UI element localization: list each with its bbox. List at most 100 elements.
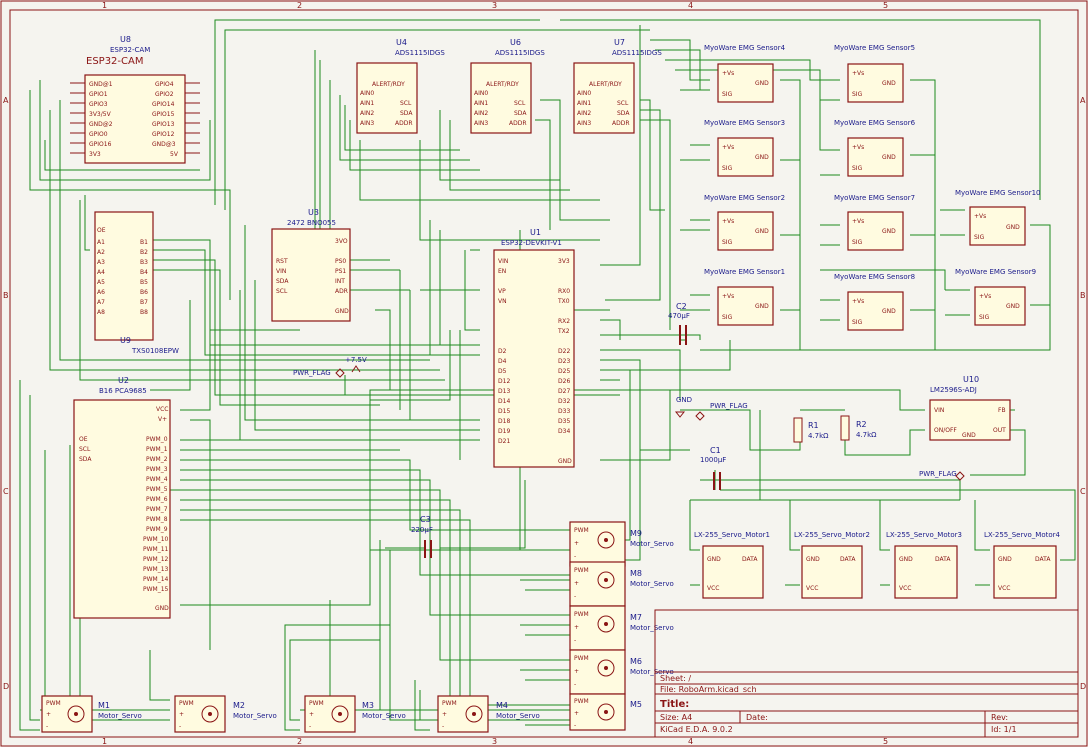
emg-sensor-5[interactable]: MyoWare EMG Sensor5 +Vs SIG GND bbox=[834, 44, 915, 103]
capacitor-c2[interactable]: C2 470µF bbox=[668, 302, 690, 345]
emg-sensor-1[interactable]: MyoWare EMG Sensor1 +Vs SIG GND bbox=[704, 268, 785, 326]
power-symbols: PWR_FLAG +7.5V GND PWR_FLAG PWR_FLAG bbox=[293, 356, 965, 481]
servo-m9[interactable]: PWM + - M9 Motor_Servo bbox=[569, 521, 674, 567]
title-block: Sheet: / File: RoboArm.kicad_sch Title: … bbox=[654, 609, 1079, 738]
u1-pin: D34 bbox=[558, 428, 570, 435]
servo-pin: + bbox=[46, 711, 51, 718]
emg-sensor-9[interactable]: MyoWare EMG Sensor9 +Vs SIG GND bbox=[955, 268, 1036, 326]
u6-pin: AIN0 bbox=[474, 90, 488, 97]
emg-sensor-7[interactable]: MyoWare EMG Sensor7 +Vs SIG GND bbox=[834, 194, 915, 251]
servo-pin: + bbox=[574, 624, 579, 631]
u10-lm2596[interactable]: U10 LM2596S-ADJ VIN FB ON/OFF OUT GND bbox=[929, 375, 1011, 441]
u6-ads1115[interactable]: U6 ADS1115IDGS AIN0 AIN1 AIN2 AIN3 ALERT… bbox=[470, 38, 545, 134]
resistor-r1[interactable]: R1 4.7kΩ bbox=[793, 417, 829, 443]
c3-value: 220µF bbox=[411, 526, 433, 534]
servo-m4[interactable]: PWM + - M4 Motor_Servo bbox=[437, 695, 540, 733]
u9-pin: B3 bbox=[140, 259, 148, 266]
capacitor-c3[interactable]: C3 220µF bbox=[411, 515, 433, 558]
u8-name: ESP32-CAM bbox=[110, 46, 150, 54]
u2-pin: PWM_5 bbox=[146, 486, 168, 493]
col-label-2-bottom: 2 bbox=[297, 737, 302, 746]
u1-name: ESP32-DEVKIT-V1 bbox=[501, 239, 562, 247]
lx-servos: LX-255_Servo_Motor1 GND DATA VCC LX-255_… bbox=[694, 531, 1061, 599]
u4-pin: ALERT/RDY bbox=[372, 81, 405, 88]
u9-pin: B2 bbox=[140, 249, 148, 256]
u2-pin: PWM_7 bbox=[146, 506, 168, 513]
u1-pin: RX2 bbox=[558, 318, 570, 325]
lx-servo-3[interactable]: LX-255_Servo_Motor3 GND DATA VCC bbox=[886, 531, 962, 599]
emg-label: MyoWare EMG Sensor4 bbox=[704, 44, 786, 52]
emg-pin: SIG bbox=[974, 234, 985, 241]
capacitor-c1[interactable]: C1 1000µF bbox=[700, 446, 726, 490]
u8-pin: GPIO13 bbox=[152, 121, 175, 128]
u1-esp32-devkit[interactable]: U1 ESP32-DEVKIT-V1 VIN EN VP VN D2 D4 D5… bbox=[493, 228, 575, 468]
u8-pin: GPIO15 bbox=[152, 111, 175, 118]
u8-pin: GPIO4 bbox=[155, 81, 174, 88]
emg-pin: +Vs bbox=[722, 293, 734, 300]
u8-esp32cam[interactable]: U8 ESP32-CAM ESP32-CAM GND@1 GPIO1 GPIO3… bbox=[70, 35, 200, 164]
u2-pin: VCC bbox=[156, 406, 168, 413]
u7-pin: ADDR bbox=[612, 120, 630, 127]
emg-pin: +Vs bbox=[722, 218, 734, 225]
u8-value: ESP32-CAM bbox=[86, 56, 143, 67]
servo-ref: M5 bbox=[630, 700, 642, 709]
u3-name: 2472 BNO055 bbox=[287, 219, 336, 227]
u4-pin: AIN2 bbox=[360, 110, 374, 117]
servo-pin: - bbox=[574, 722, 576, 729]
u7-pin: SCL bbox=[617, 100, 629, 107]
lx-pin: VCC bbox=[707, 585, 719, 592]
servo-m1[interactable]: PWM + - M1 Motor_Servo bbox=[41, 695, 142, 733]
servo-ref: M4 bbox=[496, 701, 508, 710]
lx-servo-1[interactable]: LX-255_Servo_Motor1 GND DATA VCC bbox=[694, 531, 770, 599]
u9-pin: A8 bbox=[97, 309, 105, 316]
servo-m3[interactable]: PWM + - M3 Motor_Servo bbox=[304, 695, 406, 733]
u8-pin: 3V3 bbox=[89, 151, 101, 158]
u3-bno055[interactable]: U3 2472 BNO055 RST VIN SDA SCL 3VO PS0 P… bbox=[271, 208, 351, 322]
emg-sensor-2[interactable]: MyoWare EMG Sensor2 +Vs SIG GND bbox=[704, 194, 785, 251]
u1-pin: D27 bbox=[558, 388, 570, 395]
u9-txs0108[interactable]: U9 TXS0108EPW OE A1 A2 A3 A4 A5 A6 A7 A8… bbox=[94, 211, 179, 355]
servo-pin: PWM bbox=[179, 700, 194, 707]
u4-ads1115[interactable]: U4 ADS1115IDGS AIN0 AIN1 AIN2 AIN3 ALERT… bbox=[356, 38, 445, 134]
u7-ads1115[interactable]: U7 ADS1115IDGS AIN0 AIN1 AIN2 AIN3 ALERT… bbox=[573, 38, 662, 134]
u9-pin: B4 bbox=[140, 269, 148, 276]
emg-sensor-3[interactable]: MyoWare EMG Sensor3 +Vs SIG GND bbox=[704, 119, 785, 177]
servo-m2[interactable]: PWM + - M2 Motor_Servo bbox=[174, 695, 277, 733]
lx-pin: GND bbox=[998, 556, 1012, 563]
servo-m5[interactable]: PWM + - M5 bbox=[569, 693, 642, 731]
emg-pin: GND bbox=[882, 154, 896, 161]
resistor-r2[interactable]: R2 4.7kΩ bbox=[840, 415, 877, 441]
u3-pin: ADR bbox=[335, 288, 348, 295]
emg-sensor-6[interactable]: MyoWare EMG Sensor6 +Vs SIG GND bbox=[834, 119, 916, 177]
lx-servo-4[interactable]: LX-255_Servo_Motor4 GND DATA VCC bbox=[984, 531, 1061, 599]
lx-servo-2[interactable]: LX-255_Servo_Motor2 GND DATA VCC bbox=[794, 531, 870, 599]
r1-ref: R1 bbox=[808, 421, 819, 430]
u1-pin: D26 bbox=[558, 378, 570, 385]
lx-pin: VCC bbox=[806, 585, 818, 592]
emg-sensor-4[interactable]: MyoWare EMG Sensor4 +Vs SIG GND bbox=[704, 44, 786, 103]
emg-sensor-10[interactable]: MyoWare EMG Sensor10 +Vs SIG GND bbox=[955, 189, 1041, 246]
c2-value: 470µF bbox=[668, 312, 690, 320]
row-label-d-right: D bbox=[1080, 682, 1086, 691]
u2-pca9685[interactable]: U2 B16 PCA9685 OE SCL SDA VCC V+ PWM_0 P… bbox=[73, 376, 171, 619]
emg-pin: +Vs bbox=[979, 293, 991, 300]
servo-ref: M7 bbox=[630, 613, 642, 622]
r2-value: 4.7kΩ bbox=[856, 431, 877, 439]
servo-m8[interactable]: PWM + - M8 Motor_Servo bbox=[569, 561, 674, 607]
servo-value: Motor_Servo bbox=[630, 580, 674, 588]
u2-pin: PWM_12 bbox=[143, 556, 169, 563]
u3-pin: GND bbox=[335, 308, 349, 315]
inner-frame bbox=[9, 9, 1079, 738]
u9-pin: A3 bbox=[97, 259, 105, 266]
servo-m6[interactable]: PWM + - M6 Motor_Servo bbox=[569, 649, 674, 695]
emg-pin: GND bbox=[1006, 224, 1020, 231]
servo-pin: - bbox=[574, 681, 576, 688]
servo-m7[interactable]: PWM + - M7 Motor_Servo bbox=[569, 605, 674, 651]
servo-pin: - bbox=[179, 723, 181, 730]
u1-pin: D5 bbox=[498, 368, 507, 375]
u2-pin: PWM_6 bbox=[146, 496, 168, 503]
u8-pin: 3V3/5V bbox=[89, 111, 112, 118]
emg-sensor-8[interactable]: MyoWare EMG Sensor8 +Vs SIG GND bbox=[834, 273, 915, 331]
u3-pin: SCL bbox=[276, 288, 288, 295]
